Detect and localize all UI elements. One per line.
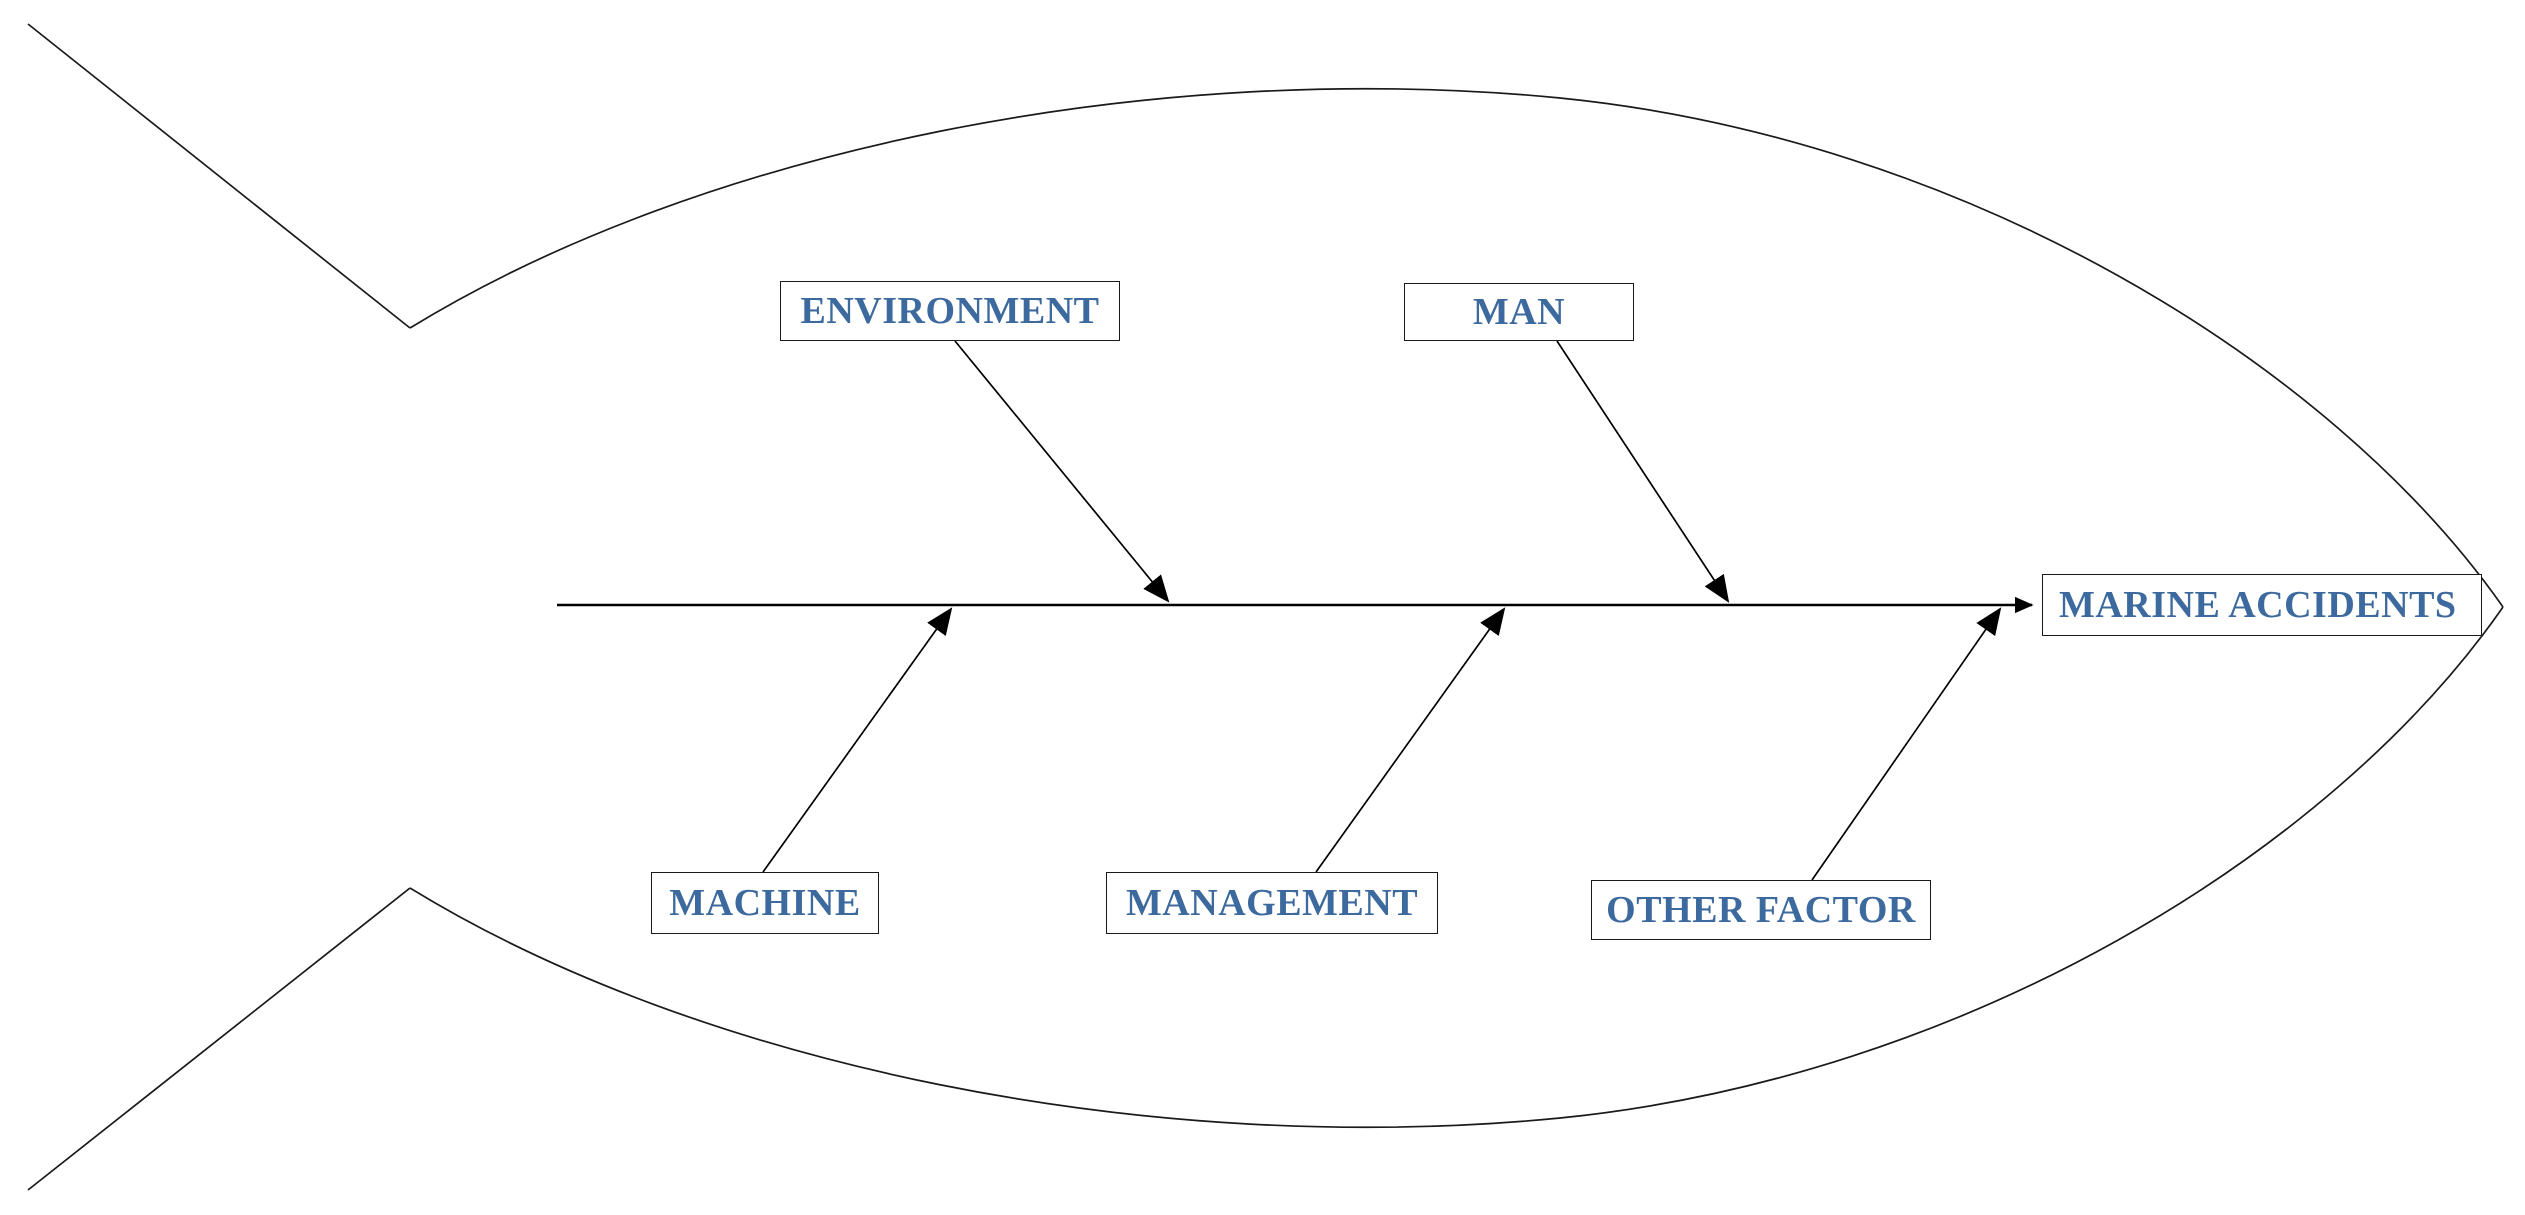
- bone-arrow-man: [1556, 340, 1730, 603]
- category-box-man[interactable]: MAN: [1404, 283, 1634, 341]
- fish-tail-upper-line: [27, 23, 411, 329]
- fish-body-lower-outline: [409, 606, 2504, 1129]
- bone-arrow-management: [1315, 607, 1506, 873]
- category-box-machine[interactable]: MACHINE: [651, 872, 879, 934]
- effect-box-marine-accidents[interactable]: MARINE ACCIDENTS: [2042, 574, 2482, 636]
- effect-label: MARINE ACCIDENTS: [2059, 584, 2457, 626]
- category-label-machine: MACHINE: [669, 882, 861, 924]
- category-box-other-factor[interactable]: OTHER FACTOR: [1591, 880, 1931, 940]
- bone-arrow-machine: [762, 607, 953, 873]
- fish-body-upper-outline: [409, 87, 2504, 608]
- bone-arrow-environment: [954, 340, 1170, 603]
- bone-arrow-other-factor: [1811, 607, 2002, 881]
- fish-tail-lower-line: [27, 887, 411, 1191]
- category-label-other-factor: OTHER FACTOR: [1606, 889, 1916, 931]
- category-box-environment[interactable]: ENVIRONMENT: [780, 281, 1120, 341]
- category-box-management[interactable]: MANAGEMENT: [1106, 872, 1438, 934]
- category-label-man: MAN: [1472, 291, 1566, 333]
- category-label-environment: ENVIRONMENT: [800, 290, 1100, 332]
- category-label-management: MANAGEMENT: [1125, 882, 1419, 924]
